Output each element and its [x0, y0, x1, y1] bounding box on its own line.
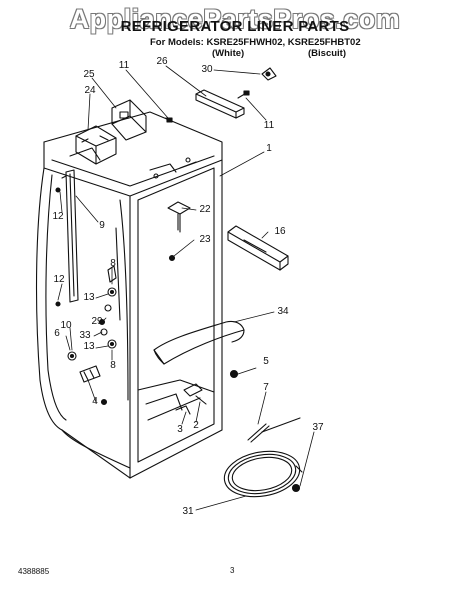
callout-11-top: 11: [118, 60, 130, 71]
part-22-bracket: [167, 201, 191, 233]
callout-1: 1: [266, 143, 272, 154]
callout-29: 29: [91, 316, 103, 327]
part-26-rail: [195, 89, 245, 119]
watermark-text: AppliancePartsPros.com: [69, 4, 401, 34]
part-34-cover: [153, 320, 245, 365]
screw-23: [168, 254, 176, 262]
callout-11-right: 11: [263, 120, 275, 131]
models-line: For Models: KSRE25FHWH02, KSRE25FHBT02: [150, 37, 361, 48]
callout-24: 24: [84, 85, 96, 96]
part-30-clip: [261, 67, 277, 81]
document-number: 4388885: [18, 567, 50, 576]
page-number: 3: [230, 566, 235, 575]
callout-5: 5: [263, 356, 269, 367]
callout-33: 33: [79, 330, 91, 341]
callout-10: 10: [60, 320, 72, 331]
part-24-housing: [75, 125, 117, 165]
part-5-nut: [229, 369, 239, 379]
part-7-tube: [247, 417, 301, 443]
diagram-title: REFRIGERATOR LINER PARTS: [120, 18, 350, 35]
screw-11-right: [237, 90, 250, 99]
callout-31: 31: [182, 506, 194, 517]
callout-13-lower: 13: [83, 341, 95, 352]
callout-12-lower: 12: [53, 274, 65, 285]
callout-26: 26: [156, 56, 168, 67]
part-16-rail: [227, 225, 289, 271]
callout-6: 6: [54, 328, 60, 339]
part-31-coil: [223, 450, 303, 498]
callout-22: 22: [199, 204, 211, 215]
callout-8-lower: 8: [110, 360, 116, 371]
screw-11-top: [165, 117, 173, 123]
variant-biscuit: (Biscuit): [308, 48, 346, 59]
refrigerator-liner: [35, 111, 223, 479]
callout-16: 16: [274, 226, 286, 237]
callout-37: 37: [312, 422, 324, 433]
variant-white: (White): [212, 48, 245, 59]
callout-30: 30: [201, 64, 213, 75]
callout-13-upper: 13: [83, 292, 95, 303]
callout-4: 4: [92, 396, 98, 407]
part-37-fitting: [291, 483, 301, 493]
leader-lines: [57, 65, 315, 511]
callout-2: 2: [193, 420, 199, 431]
part-2-3-brackets: [175, 383, 207, 415]
callout-12-upper: 12: [52, 211, 64, 222]
callout-23: 23: [199, 234, 211, 245]
part-25-bracket: [111, 99, 147, 141]
callout-3: 3: [177, 424, 183, 435]
callout-34: 34: [277, 306, 289, 317]
callout-25: 25: [83, 69, 95, 80]
callout-7: 7: [263, 382, 269, 393]
callout-8-upper: 8: [110, 258, 116, 269]
right-rail: [115, 227, 121, 321]
callout-9: 9: [99, 220, 105, 231]
vertical-rail: [61, 169, 79, 303]
